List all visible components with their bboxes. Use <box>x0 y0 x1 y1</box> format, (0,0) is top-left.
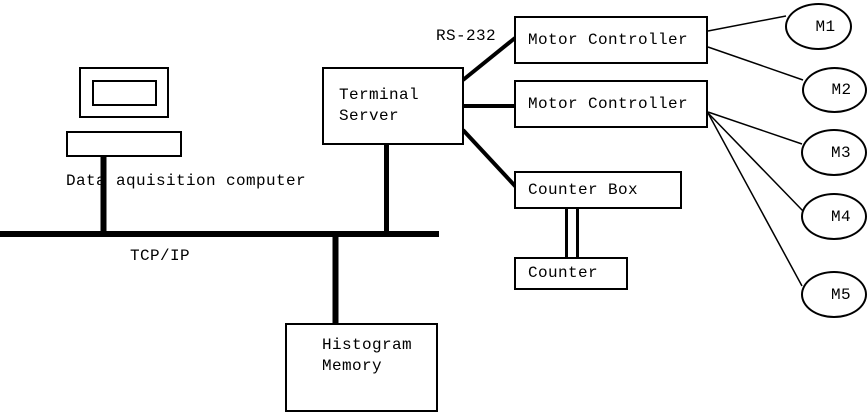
computer-monitor-screen-icon <box>92 80 157 106</box>
counter-box-label: Counter Box <box>528 180 639 199</box>
motor-m5-node: M5 <box>801 271 867 318</box>
motor-controller-1-node: Motor Controller <box>514 16 708 64</box>
motor-controller-1-label: Motor Controller <box>528 30 689 49</box>
motor-m3-node: M3 <box>801 129 867 176</box>
motor-m1-label: M1 <box>815 17 836 36</box>
motor-m5-label: M5 <box>830 285 851 304</box>
mc2-m3-line <box>707 111 803 145</box>
histogram-memory-label-line2: Memory <box>322 357 383 375</box>
terminal-server-label-line2: Server <box>339 107 400 125</box>
motor-m3-label: M3 <box>830 143 851 162</box>
rs232-link-counter-box-line <box>461 128 518 189</box>
counter-node: Counter <box>514 257 628 290</box>
motor-controller-2-node: Motor Controller <box>514 80 708 128</box>
computer-keyboard-icon <box>66 131 182 157</box>
tcpip-label: TCP/IP <box>130 247 191 265</box>
rs232-label: RS-232 <box>436 27 497 45</box>
motor-m1-node: M1 <box>785 3 852 50</box>
counter-box-node: Counter Box <box>514 171 682 209</box>
motor-m2-node: M2 <box>802 67 867 113</box>
motor-m4-label: M4 <box>830 207 851 226</box>
motor-controller-2-label: Motor Controller <box>528 94 689 113</box>
histogram-memory-label-line1: Histogram <box>322 336 413 354</box>
mc1-m1-line <box>707 15 787 32</box>
motor-m4-node: M4 <box>801 193 867 240</box>
mc2-m5-line <box>707 112 803 287</box>
mc2-m4-line <box>707 112 804 212</box>
histogram-memory-node: Histogram Memory <box>285 323 438 412</box>
terminal-server-label-line1: Terminal <box>339 86 420 104</box>
data-acquisition-computer-label: Data aquisition computer <box>66 172 307 190</box>
mc1-m2-line <box>707 46 804 81</box>
counter-label: Counter <box>528 264 599 282</box>
terminal-server-node: Terminal Server <box>322 67 464 145</box>
rs232-link-motor-controller-1-line <box>461 36 517 82</box>
motor-m2-label: M2 <box>831 81 852 99</box>
